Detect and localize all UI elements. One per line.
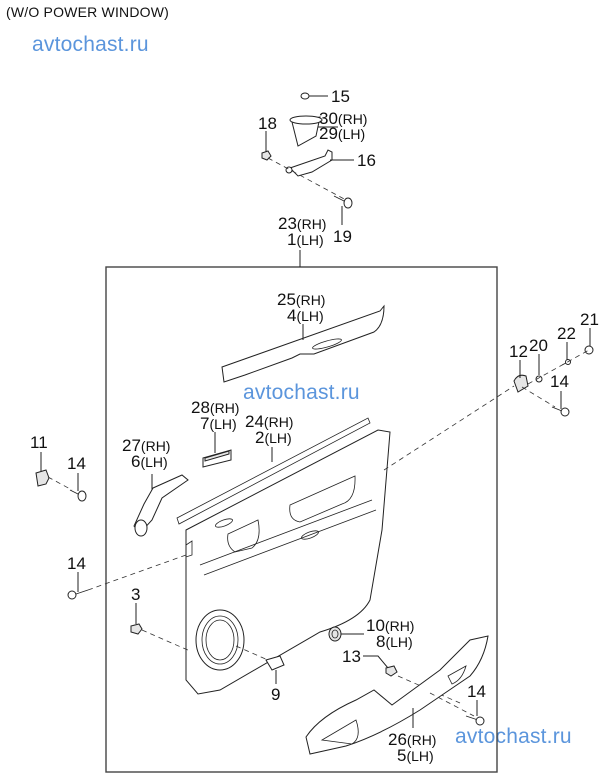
callout-5-lh: 5(LH) — [397, 746, 434, 765]
callout-28-rh: 28(RH) — [191, 398, 239, 417]
svg-text:1(LH): 1(LH) — [287, 230, 324, 249]
svg-text:27(RH): 27(RH) — [122, 436, 170, 455]
svg-text:15: 15 — [331, 87, 350, 106]
callout-3: 3 — [131, 585, 140, 604]
part-29-30-pull-cup[interactable] — [289, 115, 338, 147]
svg-text:9: 9 — [271, 685, 280, 704]
part-3-clip[interactable] — [130, 603, 191, 652]
part-13-clip[interactable] — [363, 655, 461, 704]
watermark-bottom: avtochast.ru — [455, 725, 572, 748]
svg-text:3: 3 — [131, 585, 140, 604]
callout-14-right-lower: 14 — [467, 682, 486, 701]
part-18-clip[interactable] — [261, 131, 272, 161]
part-12-handle-cover[interactable] — [513, 360, 529, 393]
part-15-plug[interactable] — [300, 92, 328, 100]
callout-7-lh: 7(LH) — [200, 414, 237, 433]
svg-text:19: 19 — [333, 227, 352, 246]
svg-text:7(LH): 7(LH) — [200, 414, 237, 433]
diagram-title: (W/O POWER WINDOW) — [6, 4, 170, 20]
svg-text:24(RH): 24(RH) — [245, 412, 293, 431]
callout-9: 9 — [271, 685, 280, 704]
callout-23-rh: 23(RH) — [278, 214, 326, 233]
callout-16: 16 — [357, 151, 376, 170]
callout-15: 15 — [331, 87, 350, 106]
svg-text:16: 16 — [357, 151, 376, 170]
callout-22: 22 — [557, 324, 576, 343]
part-6-27-grip[interactable] — [133, 474, 189, 537]
callout-19: 19 — [333, 227, 352, 246]
callout-2-lh: 2(LH) — [255, 428, 292, 447]
svg-text:13: 13 — [342, 647, 361, 666]
callout-30-rh: 30(RH) — [319, 109, 367, 128]
svg-text:18: 18 — [258, 114, 277, 133]
svg-text:12: 12 — [509, 342, 528, 361]
callout-25-rh: 25(RH) — [277, 290, 325, 309]
svg-text:11: 11 — [30, 433, 48, 452]
svg-text:21: 21 — [580, 310, 599, 329]
callout-10-rh: 10(RH) — [366, 616, 414, 635]
svg-text:14: 14 — [467, 682, 486, 701]
callout-11: 11 — [30, 433, 48, 452]
part-7-28-bezel[interactable] — [202, 432, 232, 468]
callout-14-left-upper: 14 — [67, 454, 86, 473]
part-4-25-trim-strip[interactable] — [221, 304, 385, 383]
svg-text:5(LH): 5(LH) — [397, 746, 434, 765]
callout-26-rh: 26(RH) — [388, 730, 436, 749]
part-14-screw-left-upper[interactable] — [69, 473, 87, 502]
svg-text:14: 14 — [67, 454, 86, 473]
part-9-clip[interactable] — [235, 645, 285, 684]
svg-text:14: 14 — [550, 372, 569, 391]
callout-29-lh: 29(LH) — [319, 124, 365, 143]
svg-text:26(RH): 26(RH) — [388, 730, 436, 749]
callout-8-lh: 8(LH) — [376, 632, 413, 651]
part-19-screw[interactable] — [333, 195, 353, 225]
part-14-screw-right-upper[interactable] — [551, 391, 570, 417]
callout-6-lh: 6(LH) — [131, 452, 168, 471]
svg-text:8(LH): 8(LH) — [376, 632, 413, 651]
callout-12: 12 — [509, 342, 528, 361]
callout-18: 18 — [258, 114, 277, 133]
assembly-line — [521, 386, 556, 408]
assembly-line — [267, 157, 347, 201]
svg-text:6(LH): 6(LH) — [131, 452, 168, 471]
callout-14-left-lower: 14 — [67, 554, 86, 573]
svg-text:20: 20 — [529, 336, 548, 355]
assembly-frame — [105, 266, 498, 773]
svg-text:22: 22 — [557, 324, 576, 343]
assembly-line — [383, 385, 515, 471]
part-5-26-lower-trim[interactable] — [305, 635, 489, 755]
svg-text:30(RH): 30(RH) — [319, 109, 367, 128]
assembly-line — [527, 349, 590, 385]
part-14-screw-right-lower[interactable] — [429, 692, 485, 726]
callout-20: 20 — [529, 336, 548, 355]
part-8-10-grommet[interactable] — [328, 626, 364, 642]
part-20-nut[interactable] — [535, 354, 543, 383]
svg-text:23(RH): 23(RH) — [278, 214, 326, 233]
svg-text:14: 14 — [67, 554, 86, 573]
callout-4-lh: 4(LH) — [287, 306, 324, 325]
part-14-screw-left-lower[interactable] — [67, 554, 187, 600]
svg-text:4(LH): 4(LH) — [287, 306, 324, 325]
callout-14-right-upper: 14 — [550, 372, 569, 391]
svg-text:10(RH): 10(RH) — [366, 616, 414, 635]
watermark-middle: avtochast.ru — [243, 381, 360, 404]
part-2-24-door-trim-panel[interactable] — [176, 417, 391, 695]
watermark-top: avtochast.ru — [32, 33, 149, 56]
part-22-screw[interactable] — [561, 342, 571, 366]
svg-text:28(RH): 28(RH) — [191, 398, 239, 417]
callout-21: 21 — [580, 310, 599, 329]
callout-27-rh: 27(RH) — [122, 436, 170, 455]
part-21-cap[interactable] — [584, 328, 594, 355]
callout-1-lh: 1(LH) — [287, 230, 324, 249]
svg-text:2(LH): 2(LH) — [255, 428, 292, 447]
part-11-retainer[interactable] — [35, 452, 73, 491]
svg-text:29(LH): 29(LH) — [319, 124, 365, 143]
callout-24-rh: 24(RH) — [245, 412, 293, 431]
svg-text:25(RH): 25(RH) — [277, 290, 325, 309]
callout-13: 13 — [342, 647, 361, 666]
part-16-inside-handle[interactable] — [285, 149, 354, 177]
